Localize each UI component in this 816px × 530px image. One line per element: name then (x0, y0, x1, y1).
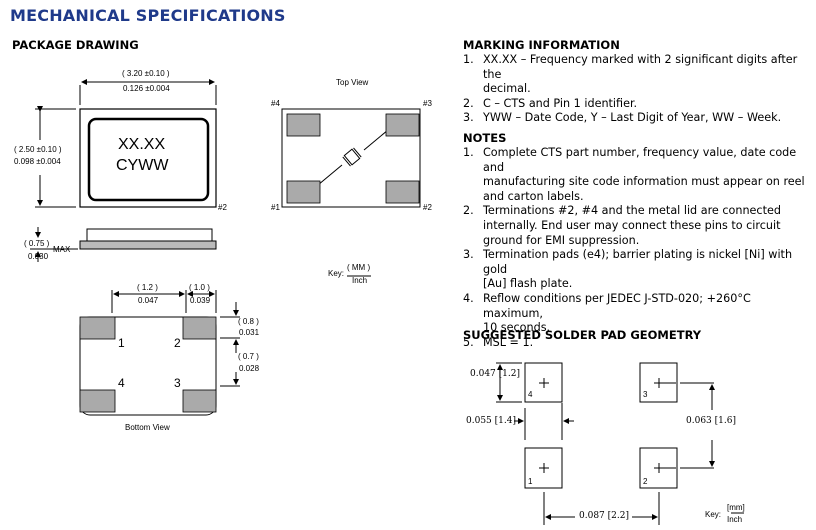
pitch-dim-in: 0.047 (138, 296, 159, 305)
bottom-view-label: Bottom View (125, 423, 170, 432)
list-item: 2.C – CTS and Pin 1 identifier. (463, 96, 638, 110)
bottom-pin-1: 1 (118, 336, 125, 350)
thickness-dim-mm: ( 0.75 ) (24, 239, 50, 248)
top-view-pad-1 (286, 180, 321, 204)
solder-pad-label-2: 2 (643, 477, 648, 486)
top-view-pad-3 (385, 113, 420, 137)
width-dim-mm: ( 3.20 ±0.10 ) (122, 69, 170, 78)
marking-list: 1.XX.XX – Frequency marked with 2 signif… (463, 53, 813, 126)
list-item: 1.XX.XX – Frequency marked with 2 signif… (463, 53, 798, 96)
bottom-view-outline (79, 316, 217, 416)
crystal-symbol (342, 147, 362, 167)
solder-key-inch: Inch (727, 515, 743, 524)
solder-pad-label-1: 1 (528, 477, 533, 486)
key-inch: Inch (352, 276, 368, 285)
pin-label-3: #3 (423, 99, 432, 108)
pad-height-dim-mm: ( 0.8 ) (238, 317, 259, 326)
width-dim-in: 0.126 ±0.004 (123, 84, 170, 93)
vertical-pitch-dim: 0.063 [1.6] (686, 416, 736, 426)
solder-key-label: Key: (705, 510, 722, 519)
list-item: 4.Reflow conditions per JEDEC J-STD-020;… (463, 291, 751, 335)
bottom-pin-3: 3 (174, 376, 181, 390)
marking-line2: CYWW (116, 157, 169, 174)
pad-height-dim-in: 0.031 (239, 328, 260, 337)
pad-gap-dim-mm: ( 0.7 ) (238, 352, 259, 361)
notes-heading: NOTES (463, 131, 507, 145)
top-view-pad-2 (385, 180, 420, 204)
top-view-outline (281, 108, 421, 208)
side-view-base (79, 240, 217, 250)
bottom-pin-4: 4 (118, 376, 125, 390)
top-view-label: Top View (336, 78, 369, 87)
pad-width-dim-mm: ( 1.0 ) (189, 283, 210, 292)
list-item: 3.YWW – Date Code, Y – Last Digit of Yea… (463, 111, 782, 125)
bottom-pad-1 (79, 316, 116, 340)
package-drawing-heading: PACKAGE DRAWING (12, 38, 139, 52)
key-mm: ( MM ) (347, 263, 371, 272)
pitch-dim-mm: ( 1.2 ) (137, 283, 158, 292)
list-item: 3.Termination pads (e4); barrier plating… (463, 248, 793, 291)
list-item: 1.Complete CTS part number, frequency va… (463, 146, 805, 203)
solder-key-mm: [mm] (727, 503, 745, 512)
solder-pad-label-3: 3 (643, 390, 648, 399)
pad-gap-dim-in: 0.028 (239, 364, 260, 373)
marking-heading: MARKING INFORMATION (463, 38, 620, 52)
height-dim-in: 0.098 ±0.004 (14, 157, 61, 166)
side-pin-label: #2 (218, 203, 227, 212)
pin-label-2: #2 (423, 203, 432, 212)
pin-label-1: #1 (271, 203, 280, 212)
thickness-dim-in: 0.030 (28, 252, 49, 261)
marking-line1: XX.XX (118, 136, 166, 153)
solder-pad-label-4: 4 (528, 390, 533, 399)
bottom-pad-4 (79, 389, 116, 413)
pad-height-dim: 0.047 [1.2] (470, 369, 520, 379)
side-view-body (86, 228, 213, 243)
bottom-pad-3 (182, 389, 217, 413)
height-dim-mm: ( 2.50 ±0.10 ) (14, 145, 62, 154)
pad-gap-dim: 0.055 [1.4] (466, 416, 516, 426)
key-label: Key: (328, 269, 345, 278)
top-view-pad-4 (286, 113, 321, 137)
pin-label-4: #4 (271, 99, 280, 108)
list-item: 2.Terminations #2, #4 and the metal lid … (463, 204, 781, 247)
solder-pad-heading: SUGGESTED SOLDER PAD GEOMETRY (463, 328, 702, 342)
horizontal-pitch-dim: 0.087 [2.2] (579, 511, 629, 521)
page-title: MECHANICAL SPECIFICATIONS (10, 6, 286, 25)
thickness-max: MAX (53, 245, 71, 254)
list-item: 5.MSL = 1. (463, 335, 534, 349)
bottom-pin-2: 2 (174, 336, 181, 350)
bottom-pad-2 (182, 316, 217, 340)
pad-width-dim-in: 0.039 (190, 296, 211, 305)
notes-list: 1.Complete CTS part number, frequency va… (463, 146, 813, 350)
